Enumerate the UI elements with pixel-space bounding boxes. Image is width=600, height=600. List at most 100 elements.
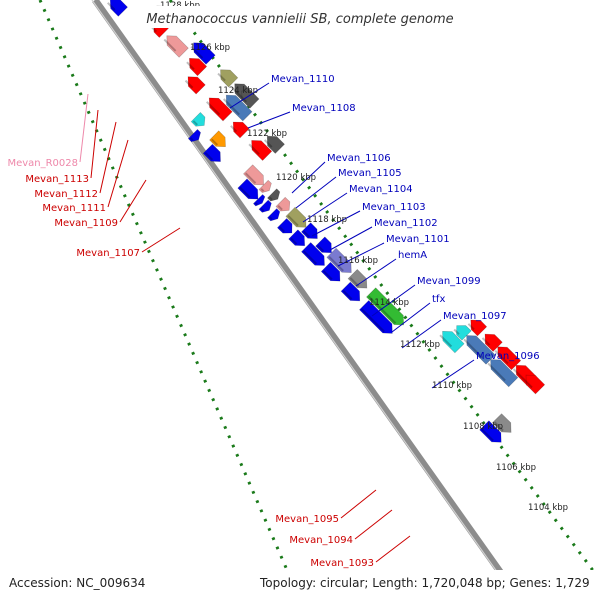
gene-label-forward-2: Mevan_1106 — [327, 153, 391, 164]
gene-label-reverse-1: Mevan_1113 — [25, 174, 89, 185]
gene-shade-47 — [522, 378, 533, 389]
scale-label-1122: 1122 kbp — [247, 129, 287, 139]
label-leader-lines — [79, 82, 475, 563]
gene-feature-42 — [466, 335, 496, 365]
gene-label-reverse-5: Mevan_1107 — [76, 248, 140, 259]
gene-feature-48 — [479, 420, 502, 443]
gene-label-forward-12: Mevan_1096 — [476, 351, 540, 362]
gene-shade-15 — [230, 125, 238, 133]
gene-shade-29 — [290, 237, 298, 245]
gene-shade-30 — [302, 230, 310, 238]
gene-shade-48 — [481, 428, 494, 442]
leader-forward-5 — [311, 210, 361, 237]
gene-label-forward-5: Mevan_1103 — [362, 202, 426, 213]
gene-shade-17 — [248, 143, 260, 155]
gene-feature-24 — [258, 199, 272, 213]
gene-shade-24 — [260, 207, 265, 212]
leader-reverse-3 — [107, 139, 129, 208]
topology-text: Topology: circular; Length: 1,720,048 bp… — [259, 576, 590, 590]
gene-feature-8 — [208, 97, 233, 122]
gene-feature-26 — [267, 208, 281, 222]
gene-feature-12 — [187, 128, 201, 143]
gene-shade-33 — [328, 255, 344, 272]
scale-tick-dots — [38, 0, 600, 600]
leader-reverse-8 — [375, 535, 411, 563]
gene-shade-20 — [239, 186, 251, 198]
gene-label-forward-1: Mevan_1108 — [292, 103, 356, 114]
leader-forward-0 — [229, 82, 270, 109]
leader-forward-11 — [401, 319, 442, 349]
gene-feature-18 — [266, 135, 285, 154]
gene-feature-20 — [237, 178, 259, 200]
gene-feature-21 — [258, 179, 272, 193]
gene-shade-43 — [481, 337, 491, 346]
gene-shade-46 — [512, 368, 525, 380]
gene-shade-49 — [493, 421, 504, 432]
gene-feature-34 — [320, 261, 341, 282]
scale-label-1110: 1110 kbp — [432, 381, 472, 391]
leader-reverse-1 — [90, 109, 99, 179]
gene-label-reverse-3: Mevan_1111 — [42, 203, 106, 214]
gene-shade-8 — [206, 101, 221, 116]
leader-reverse-2 — [99, 121, 117, 194]
gene-feature-19 — [243, 164, 264, 186]
backbone-line — [92, 0, 523, 600]
gene-label-forward-0: Mevan_1110 — [271, 74, 335, 85]
gene-feature-49 — [491, 413, 512, 433]
gene-label-reverse-4: Mevan_1109 — [54, 218, 118, 229]
scale-label-1108: 1108 kbp — [463, 422, 503, 432]
gene-feature-41 — [470, 319, 488, 337]
leader-forward-2 — [291, 161, 326, 194]
gene-feature-5 — [189, 57, 208, 77]
gene-feature-32 — [315, 236, 332, 254]
gene-feature-43 — [484, 333, 503, 352]
gene-feature-45 — [490, 359, 519, 388]
footer-background — [0, 570, 600, 600]
leader-reverse-4 — [119, 179, 147, 223]
gene-shade-37 — [367, 295, 397, 324]
gene-label-forward-11: Mevan_1097 — [443, 311, 507, 322]
gene-shade-18 — [263, 139, 273, 148]
scale-label-1104: 1104 kbp — [528, 503, 568, 513]
gene-feature-16 — [202, 143, 221, 162]
gene-feature-3 — [166, 35, 189, 58]
gene-shade-25 — [277, 205, 283, 211]
scale-label-1118: 1118 kbp — [307, 215, 347, 225]
gene-feature-9 — [190, 111, 206, 127]
gene-shade-23 — [268, 196, 273, 201]
gene-feature-31 — [301, 242, 325, 266]
scale-label-1124: 1124 kbp — [218, 86, 258, 96]
scale-label-1106: 1106 kbp — [496, 463, 536, 473]
gene-shade-0 — [107, 2, 116, 11]
gene-feature-44 — [497, 346, 522, 371]
gene-feature-15 — [232, 121, 250, 139]
gene-shade-4 — [190, 45, 204, 59]
gene-feature-17 — [251, 140, 273, 161]
leader-forward-8 — [355, 258, 397, 287]
gene-feature-6 — [187, 76, 206, 95]
leader-forward-4 — [302, 192, 348, 223]
gene-feature-29 — [288, 229, 306, 247]
gene-feature-30 — [301, 222, 318, 239]
gene-shade-40 — [453, 328, 460, 335]
gene-label-forward-8: hemA — [398, 250, 427, 261]
leader-reverse-0 — [79, 93, 89, 163]
gene-feature-28 — [276, 218, 293, 234]
scale-label-1114: 1114 kbp — [369, 298, 409, 308]
gene-shade-45 — [487, 362, 506, 382]
gene-shade-31 — [302, 250, 318, 265]
gene-feature-38 — [359, 300, 393, 334]
gene-label-forward-3: Mevan_1105 — [338, 168, 402, 179]
gene-shade-12 — [189, 137, 194, 141]
gene-shade-41 — [467, 323, 475, 331]
gene-label-forward-4: Mevan_1104 — [349, 184, 413, 195]
scale-label-1116: 1116 kbp — [338, 256, 378, 266]
gene-shade-39 — [439, 334, 453, 348]
genome-backbone — [91, 0, 523, 600]
gene-feature-40 — [456, 325, 472, 341]
gene-label-reverse-6: Mevan_1095 — [275, 514, 339, 525]
gene-feature-47 — [525, 374, 546, 395]
gene-shade-26 — [268, 216, 273, 221]
scale-label-1112: 1112 kbp — [400, 340, 440, 350]
